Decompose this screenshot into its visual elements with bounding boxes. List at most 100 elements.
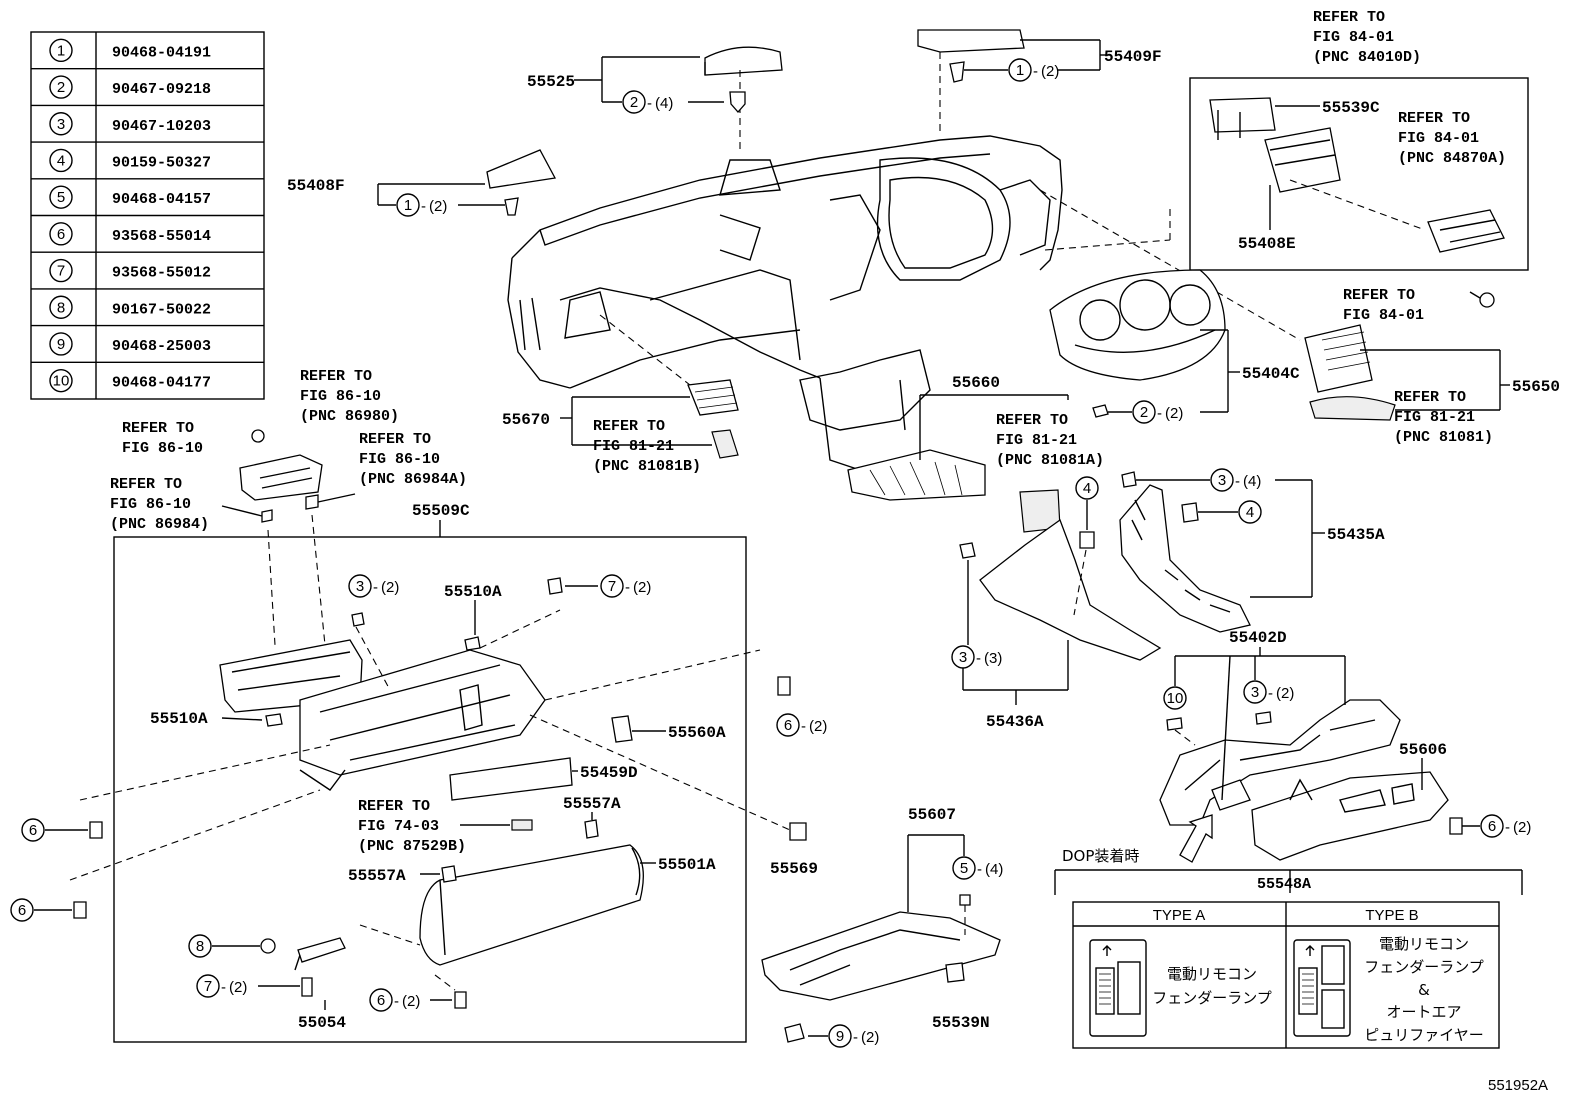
callout-number: 5 xyxy=(57,189,65,206)
part-code: 93568-55014 xyxy=(112,228,211,245)
callout-number-icon xyxy=(49,38,73,63)
svg-text:10: 10 xyxy=(1167,690,1184,707)
svg-text:(PNC 84010D): (PNC 84010D) xyxy=(1313,49,1421,66)
callout-number-icon xyxy=(49,112,73,136)
label-55408E: 55408E xyxy=(1238,235,1296,253)
label-55539N: 55539N xyxy=(932,1014,990,1032)
svg-text:REFER TO: REFER TO xyxy=(359,431,431,448)
svg-text:FIG 84-01: FIG 84-01 xyxy=(1343,307,1424,324)
qty-7b: (2) xyxy=(229,979,247,996)
svg-text:(PNC 86980): (PNC 86980) xyxy=(300,408,399,425)
refer-81081A: REFER TO FIG 81-21 (PNC 81081A) xyxy=(996,412,1104,533)
svg-text:8: 8 xyxy=(196,938,204,955)
svg-text:REFER TO: REFER TO xyxy=(1313,9,1385,26)
dop-box: DOP装着時 55548A TYPE A TYPE B 電動リモコン フェンダー… xyxy=(1054,847,1523,1049)
callout-number: 8 xyxy=(57,299,65,316)
svg-text:-: - xyxy=(976,650,981,667)
svg-text:2: 2 xyxy=(1140,404,1148,421)
svg-text:6: 6 xyxy=(377,992,385,1009)
label-55408F: 55408F xyxy=(287,177,345,195)
svg-text:FIG 74-03: FIG 74-03 xyxy=(358,818,439,835)
qty-55525: (4) xyxy=(655,95,673,112)
part-55525[interactable]: 55525 2 - (4) xyxy=(527,46,783,150)
label-55557A-left: 55557A xyxy=(348,867,406,885)
svg-text:6: 6 xyxy=(784,717,792,734)
svg-text:3: 3 xyxy=(1218,472,1226,489)
part-code: 90468-25003 xyxy=(112,338,211,355)
svg-text:FIG 81-21: FIG 81-21 xyxy=(996,432,1077,449)
part-55404C[interactable]: 55404C 2 - (2) xyxy=(1049,269,1300,424)
part-code: 93568-55012 xyxy=(112,265,211,282)
qty-9: (2) xyxy=(861,1029,879,1046)
svg-text:FIG 84-01: FIG 84-01 xyxy=(1313,29,1394,46)
label-55404C: 55404C xyxy=(1242,365,1300,383)
label-55054: 55054 xyxy=(298,1014,346,1032)
part-55402D[interactable]: 55402D 10 3 - (2) xyxy=(1159,629,1401,826)
label-55569: 55569 xyxy=(770,860,818,878)
qty-3a: (4) xyxy=(1243,473,1261,490)
label-55557A-top: 55557A xyxy=(563,795,621,813)
svg-text:4: 4 xyxy=(1246,504,1254,521)
refer-box-84: REFER TO FIG 84-01 (PNC 84010D) 55539C 5… xyxy=(1189,9,1529,271)
svg-text:(PNC 87529B): (PNC 87529B) xyxy=(358,838,466,855)
figure-code: 551952A xyxy=(1488,1077,1548,1094)
qty-3c: (2) xyxy=(381,579,399,596)
svg-text:-: - xyxy=(977,861,982,878)
callout-number: 9 xyxy=(57,336,65,353)
svg-text:-: - xyxy=(853,1029,858,1046)
svg-text:REFER TO: REFER TO xyxy=(358,798,430,815)
svg-text:3: 3 xyxy=(356,578,364,595)
part-55436A[interactable]: 3 - (3) 55436A 4 xyxy=(951,476,1162,731)
label-55435A: 55435A xyxy=(1327,526,1385,544)
label-55459D: 55459D xyxy=(580,764,638,782)
qty-6c: (2) xyxy=(402,993,420,1010)
svg-text:6: 6 xyxy=(29,822,37,839)
part-55408F[interactable]: 55408F 1 - (2) xyxy=(287,149,557,217)
svg-text:6: 6 xyxy=(18,902,26,919)
svg-text:FIG 86-10: FIG 86-10 xyxy=(110,496,191,513)
part-55606[interactable]: 55606 6 - (2) xyxy=(1179,741,1531,863)
label-55607: 55607 xyxy=(908,806,956,824)
dop-header: DOP装着時 xyxy=(1062,847,1139,865)
callout-number-icon xyxy=(49,75,73,99)
svg-text:REFER TO: REFER TO xyxy=(300,368,372,385)
part-code: 90468-04157 xyxy=(112,191,211,208)
svg-text:(PNC 81081A): (PNC 81081A) xyxy=(996,452,1104,469)
callout-number: 7 xyxy=(57,263,65,280)
callout-number: 3 xyxy=(57,116,65,133)
label-55501A: 55501A xyxy=(658,856,716,874)
part-55435A[interactable]: 3 - (4) 55435A 4 xyxy=(1119,468,1385,633)
label-55402D: 55402D xyxy=(1229,629,1287,647)
svg-text:電動リモコン: 電動リモコン xyxy=(1379,935,1469,953)
part-55409F[interactable]: 55409F 1 - (2) xyxy=(917,29,1162,135)
table-row: 7 93568-55012 xyxy=(31,251,264,283)
svg-text:FIG 86-10: FIG 86-10 xyxy=(300,388,381,405)
type-b-label: TYPE B xyxy=(1365,907,1418,924)
table-row: 3 90467-10203 xyxy=(31,104,264,136)
svg-text:FIG 86-10: FIG 86-10 xyxy=(359,451,440,468)
part-55670[interactable]: 55670 REFER TO FIG 81-21 (PNC 81081B) xyxy=(502,314,739,475)
svg-text:(PNC 81081): (PNC 81081) xyxy=(1394,429,1493,446)
svg-text:&: & xyxy=(1418,981,1430,999)
glove-box-assembly: 55509C 55510A 3 - (2) 7 - (2) 55510A 555… xyxy=(69,502,791,1043)
part-55650[interactable]: 55650 REFER TO FIG 81-21 (PNC 81081) xyxy=(1039,189,1560,446)
part-55607[interactable]: 9 - (2) 55607 5 - (4) 55539N xyxy=(761,806,1003,1048)
callout-number-icon xyxy=(49,185,73,209)
svg-text:4: 4 xyxy=(1083,480,1091,497)
callout-number-icon xyxy=(49,148,73,173)
svg-text:フェンダーランプ: フェンダーランプ xyxy=(1152,989,1272,1007)
callout-number-icon xyxy=(49,258,73,283)
svg-text:2: 2 xyxy=(630,94,638,111)
callout-number: 10 xyxy=(53,373,70,390)
label-55560A: 55560A xyxy=(668,724,726,742)
svg-text:電動リモコン: 電動リモコン xyxy=(1167,965,1257,983)
refer-84-01-bolt: REFER TO FIG 84-01 xyxy=(1343,287,1495,324)
part-code: 90467-10203 xyxy=(112,118,211,135)
svg-text:3: 3 xyxy=(959,649,967,666)
part-55660[interactable]: 55660 xyxy=(847,374,1069,501)
qty-6d: (2) xyxy=(1513,819,1531,836)
